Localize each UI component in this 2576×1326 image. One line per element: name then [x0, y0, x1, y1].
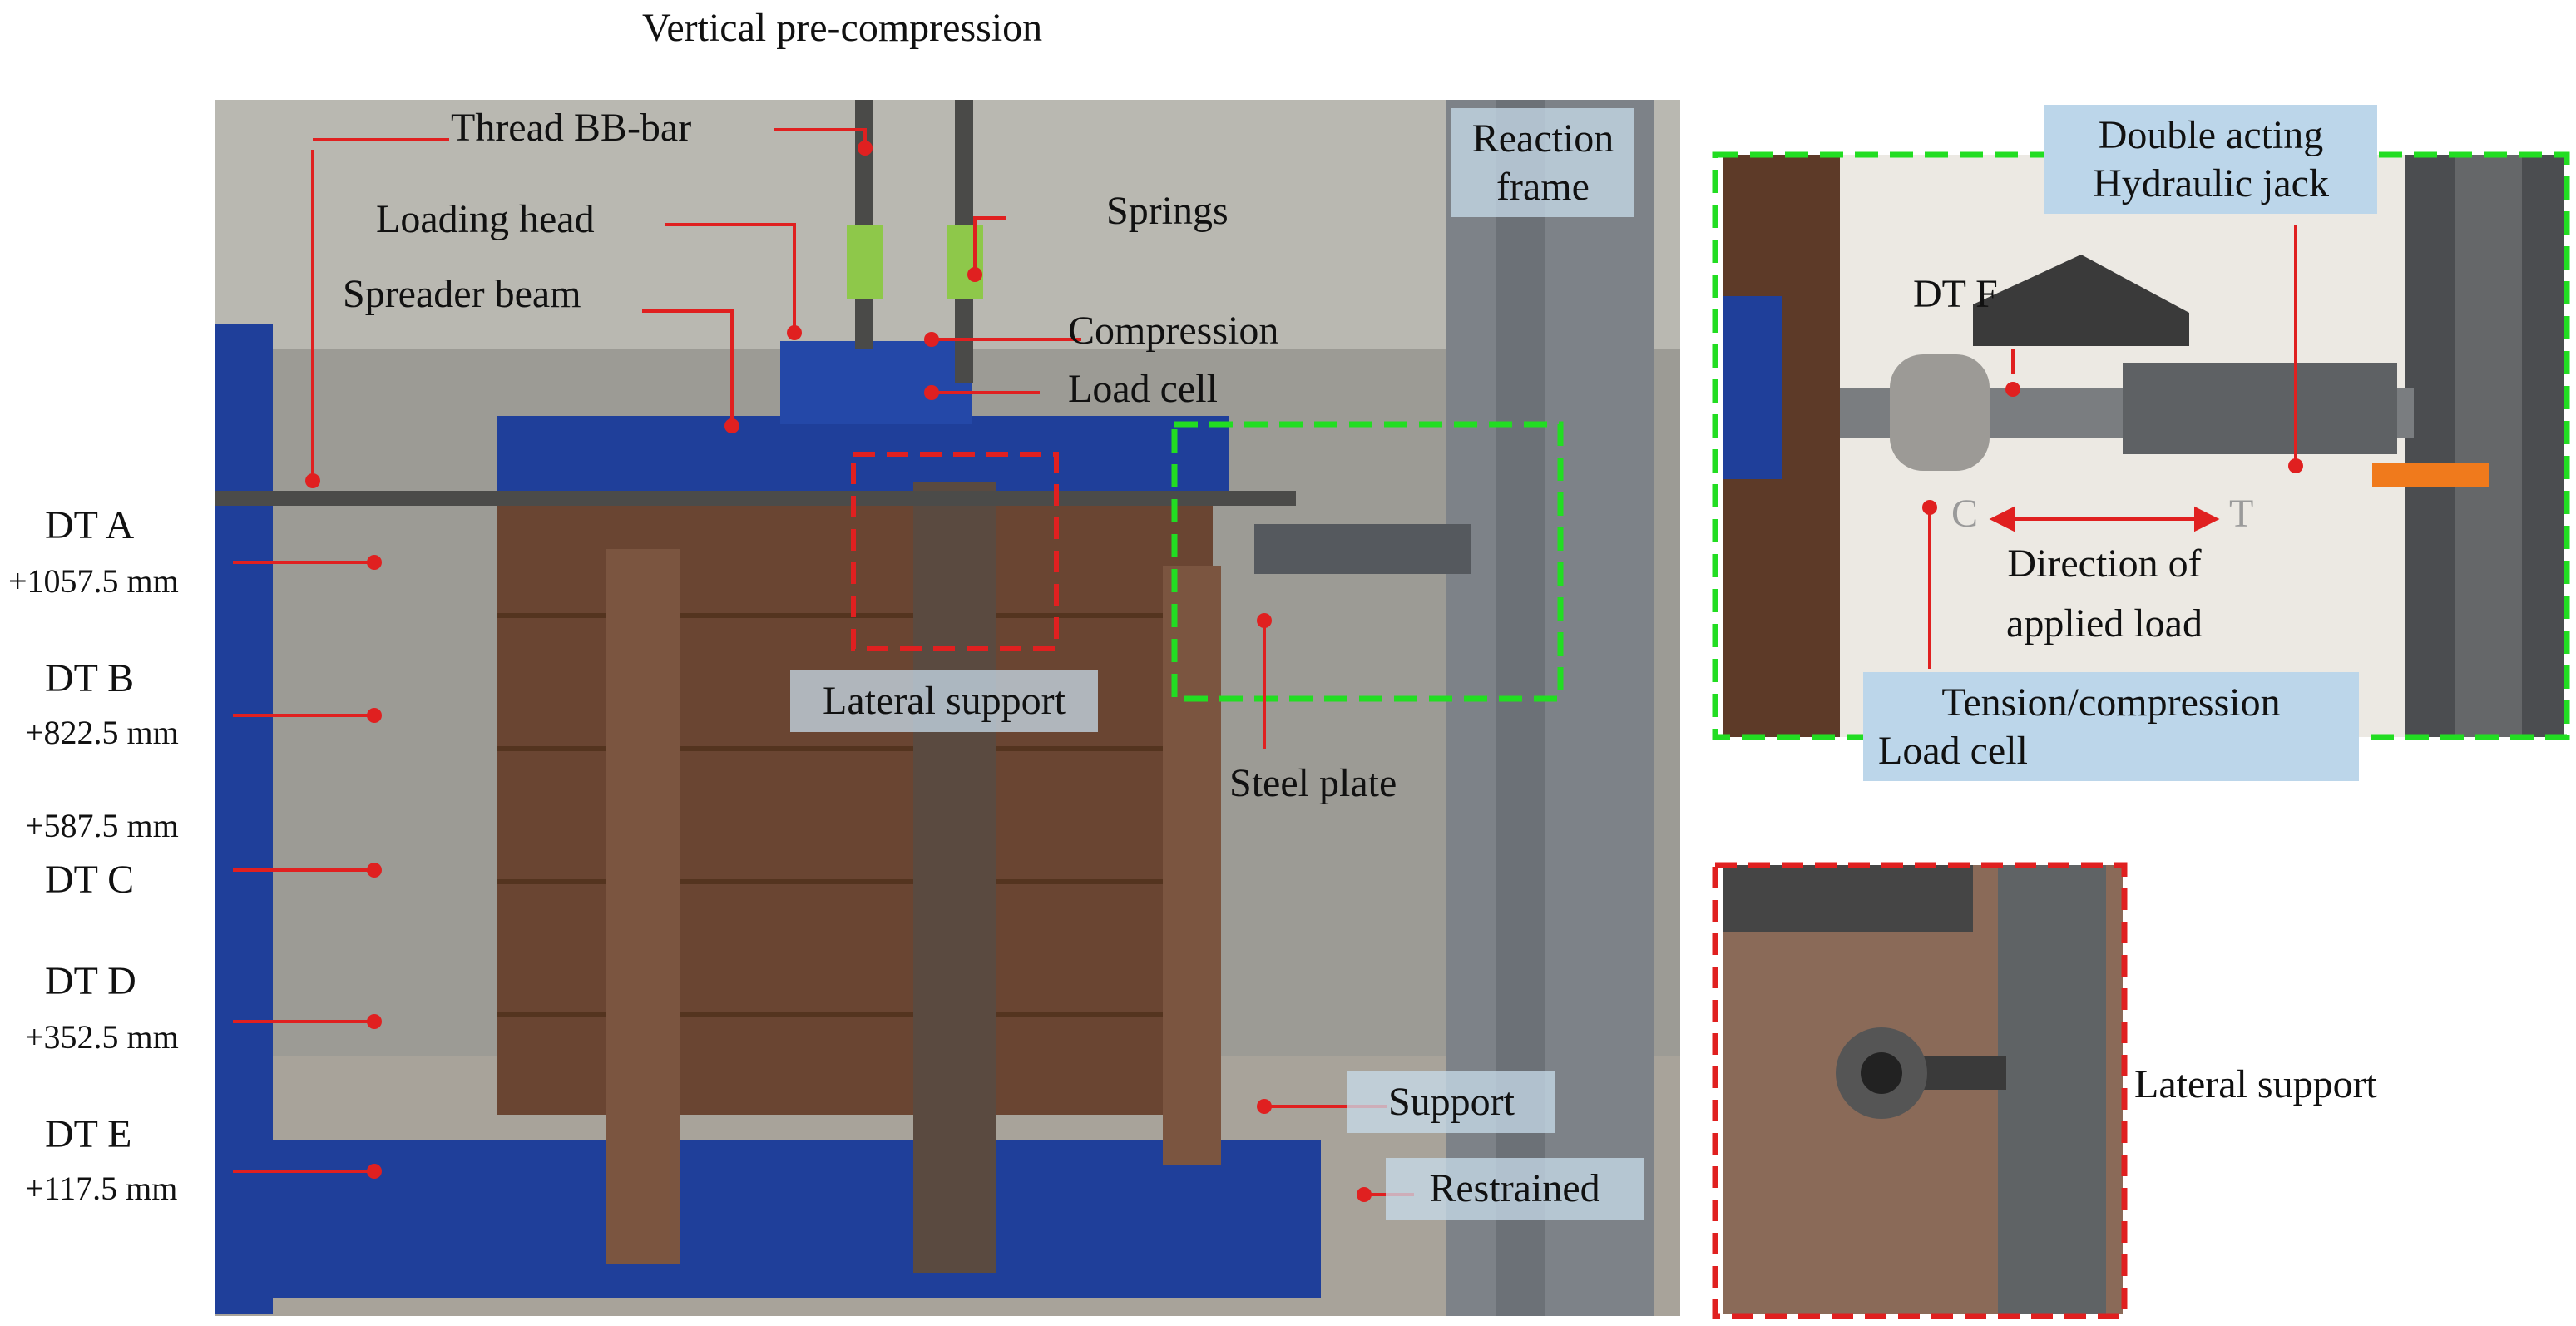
- label-tension-compression-load-cell: Tension/compression Load cell: [1863, 672, 2359, 782]
- label-applied-load: applied load: [2006, 601, 2203, 646]
- label-dt-d: DT D: [45, 959, 136, 1003]
- label-support-text: Support: [1387, 1080, 1515, 1124]
- label-dt-d-offset: +352.5 mm: [25, 1018, 179, 1056]
- label-t: T: [2229, 492, 2254, 536]
- label-hydraulic-jack: Hydraulic jack: [2093, 161, 2329, 205]
- label-springs: Springs: [1106, 189, 1229, 233]
- label-dt-c-offset: +587.5 mm: [25, 807, 179, 844]
- hydraulic-jack-inset-photo: [1723, 155, 2564, 737]
- label-direction-of: Direction of: [2007, 542, 2202, 586]
- label-lateral-support-main-text: Lateral support: [823, 679, 1066, 723]
- label-compression: Compression: [1068, 309, 1279, 353]
- jack-illustration: [1723, 155, 2564, 737]
- label-support: Support: [1347, 1071, 1555, 1133]
- label-tension-compression: Tension/compression: [1941, 680, 2281, 725]
- label-reaction-frame: Reaction frame: [1451, 108, 1634, 218]
- label-steel-plate: Steel plate: [1229, 761, 1397, 805]
- label-dt-a-offset: +1057.5 mm: [8, 562, 179, 600]
- label-loading-head: Loading head: [376, 197, 595, 241]
- label-thread-bb-bar: Thread BB-bar: [451, 106, 692, 150]
- label-double-acting-hydraulic-jack: Double acting Hydraulic jack: [2044, 105, 2377, 215]
- label-dt-f: DT F: [1913, 272, 1998, 316]
- label-vertical-pre-compression: Vertical pre-compression: [642, 6, 1043, 50]
- label-spreader-beam: Spreader beam: [343, 272, 581, 316]
- label-dt-a: DT A: [45, 503, 135, 547]
- label-c: C: [1951, 492, 1979, 536]
- label-dt-b-offset: +822.5 mm: [25, 714, 179, 751]
- label-dt-e-offset: +117.5 mm: [25, 1170, 178, 1207]
- lateral-support-inset-photo: [1723, 865, 2123, 1314]
- lateral-support-illustration: [1723, 865, 2123, 1314]
- label-restrained: Restrained: [1386, 1158, 1644, 1220]
- label-dt-e: DT E: [45, 1112, 132, 1156]
- label-load-cell-2: Load cell: [1878, 728, 2028, 773]
- label-restrained-text: Restrained: [1429, 1166, 1600, 1210]
- label-reaction-frame-text: Reaction frame: [1471, 116, 1614, 209]
- label-dt-c: DT C: [45, 858, 135, 902]
- label-load-cell: Load cell: [1068, 367, 1218, 411]
- label-lateral-support-inset: Lateral support: [2134, 1062, 2377, 1106]
- label-double-acting: Double acting: [2098, 113, 2324, 157]
- label-dt-b: DT B: [45, 656, 135, 700]
- label-lateral-support-main: Lateral support: [790, 670, 1098, 732]
